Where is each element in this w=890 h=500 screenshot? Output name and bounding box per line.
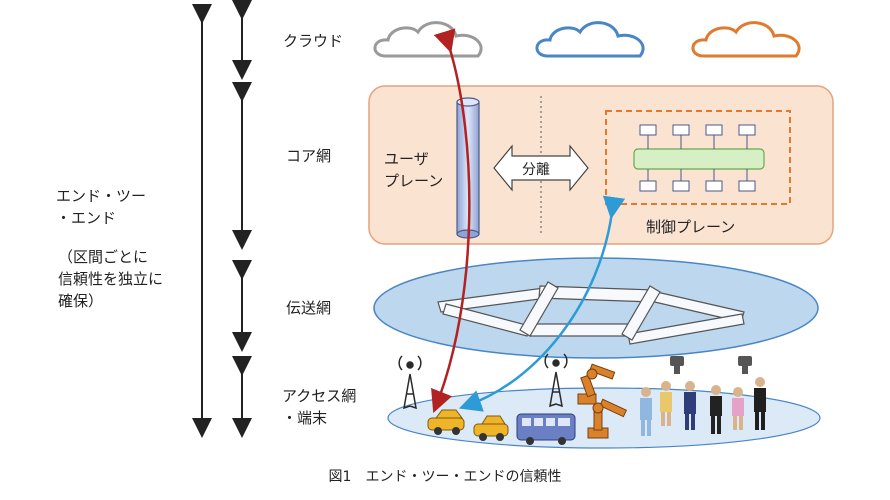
- scope-line-2: ・エンド: [56, 209, 117, 227]
- scope-line-1: エンド・ツー: [56, 187, 147, 205]
- layer-label-core: コア網: [286, 147, 332, 165]
- scope-note-line-3: 確保）: [58, 292, 104, 310]
- car-icon: [473, 415, 509, 441]
- user-plane-label: ユーザ プレーン: [384, 148, 443, 192]
- user-plane-line-1: ユーザ: [384, 150, 429, 168]
- antenna-icon: [398, 355, 422, 410]
- bus-icon: [516, 413, 576, 445]
- car-icon: [427, 409, 465, 435]
- robot-icon: [670, 356, 752, 374]
- scope-label: エンド・ツー ・エンド: [56, 185, 146, 229]
- scope-note-line-1: （区間ごとに: [58, 248, 149, 266]
- cloud-icon-gray: [373, 21, 483, 58]
- people-icon: [640, 377, 766, 436]
- blue-control-arrow: [458, 195, 626, 412]
- cloud-icon-orange: [691, 21, 801, 58]
- layer-label-terminal: ・端末: [282, 409, 328, 427]
- scope-note-line-2: 信頼性を独立に: [58, 270, 164, 288]
- control-plane-box: [605, 110, 791, 205]
- scope-note: （区間ごとに 信頼性を独立に 確保）: [58, 246, 163, 312]
- control-plane-bus: [633, 124, 765, 192]
- control-plane-label: 制御プレーン: [646, 218, 736, 236]
- figure-caption: 図1 エンド・ツー・エンドの信頼性: [328, 469, 562, 485]
- layer-label-cloud: クラウド: [283, 32, 344, 50]
- separation-label: 分離: [522, 162, 550, 178]
- cloud-icon-blue: [535, 21, 645, 58]
- layer-label-access: アクセス網: [282, 387, 357, 405]
- layer-label-transport: 伝送網: [286, 299, 332, 317]
- user-plane-line-2: プレーン: [384, 172, 444, 190]
- separation-double-arrow: [493, 144, 589, 192]
